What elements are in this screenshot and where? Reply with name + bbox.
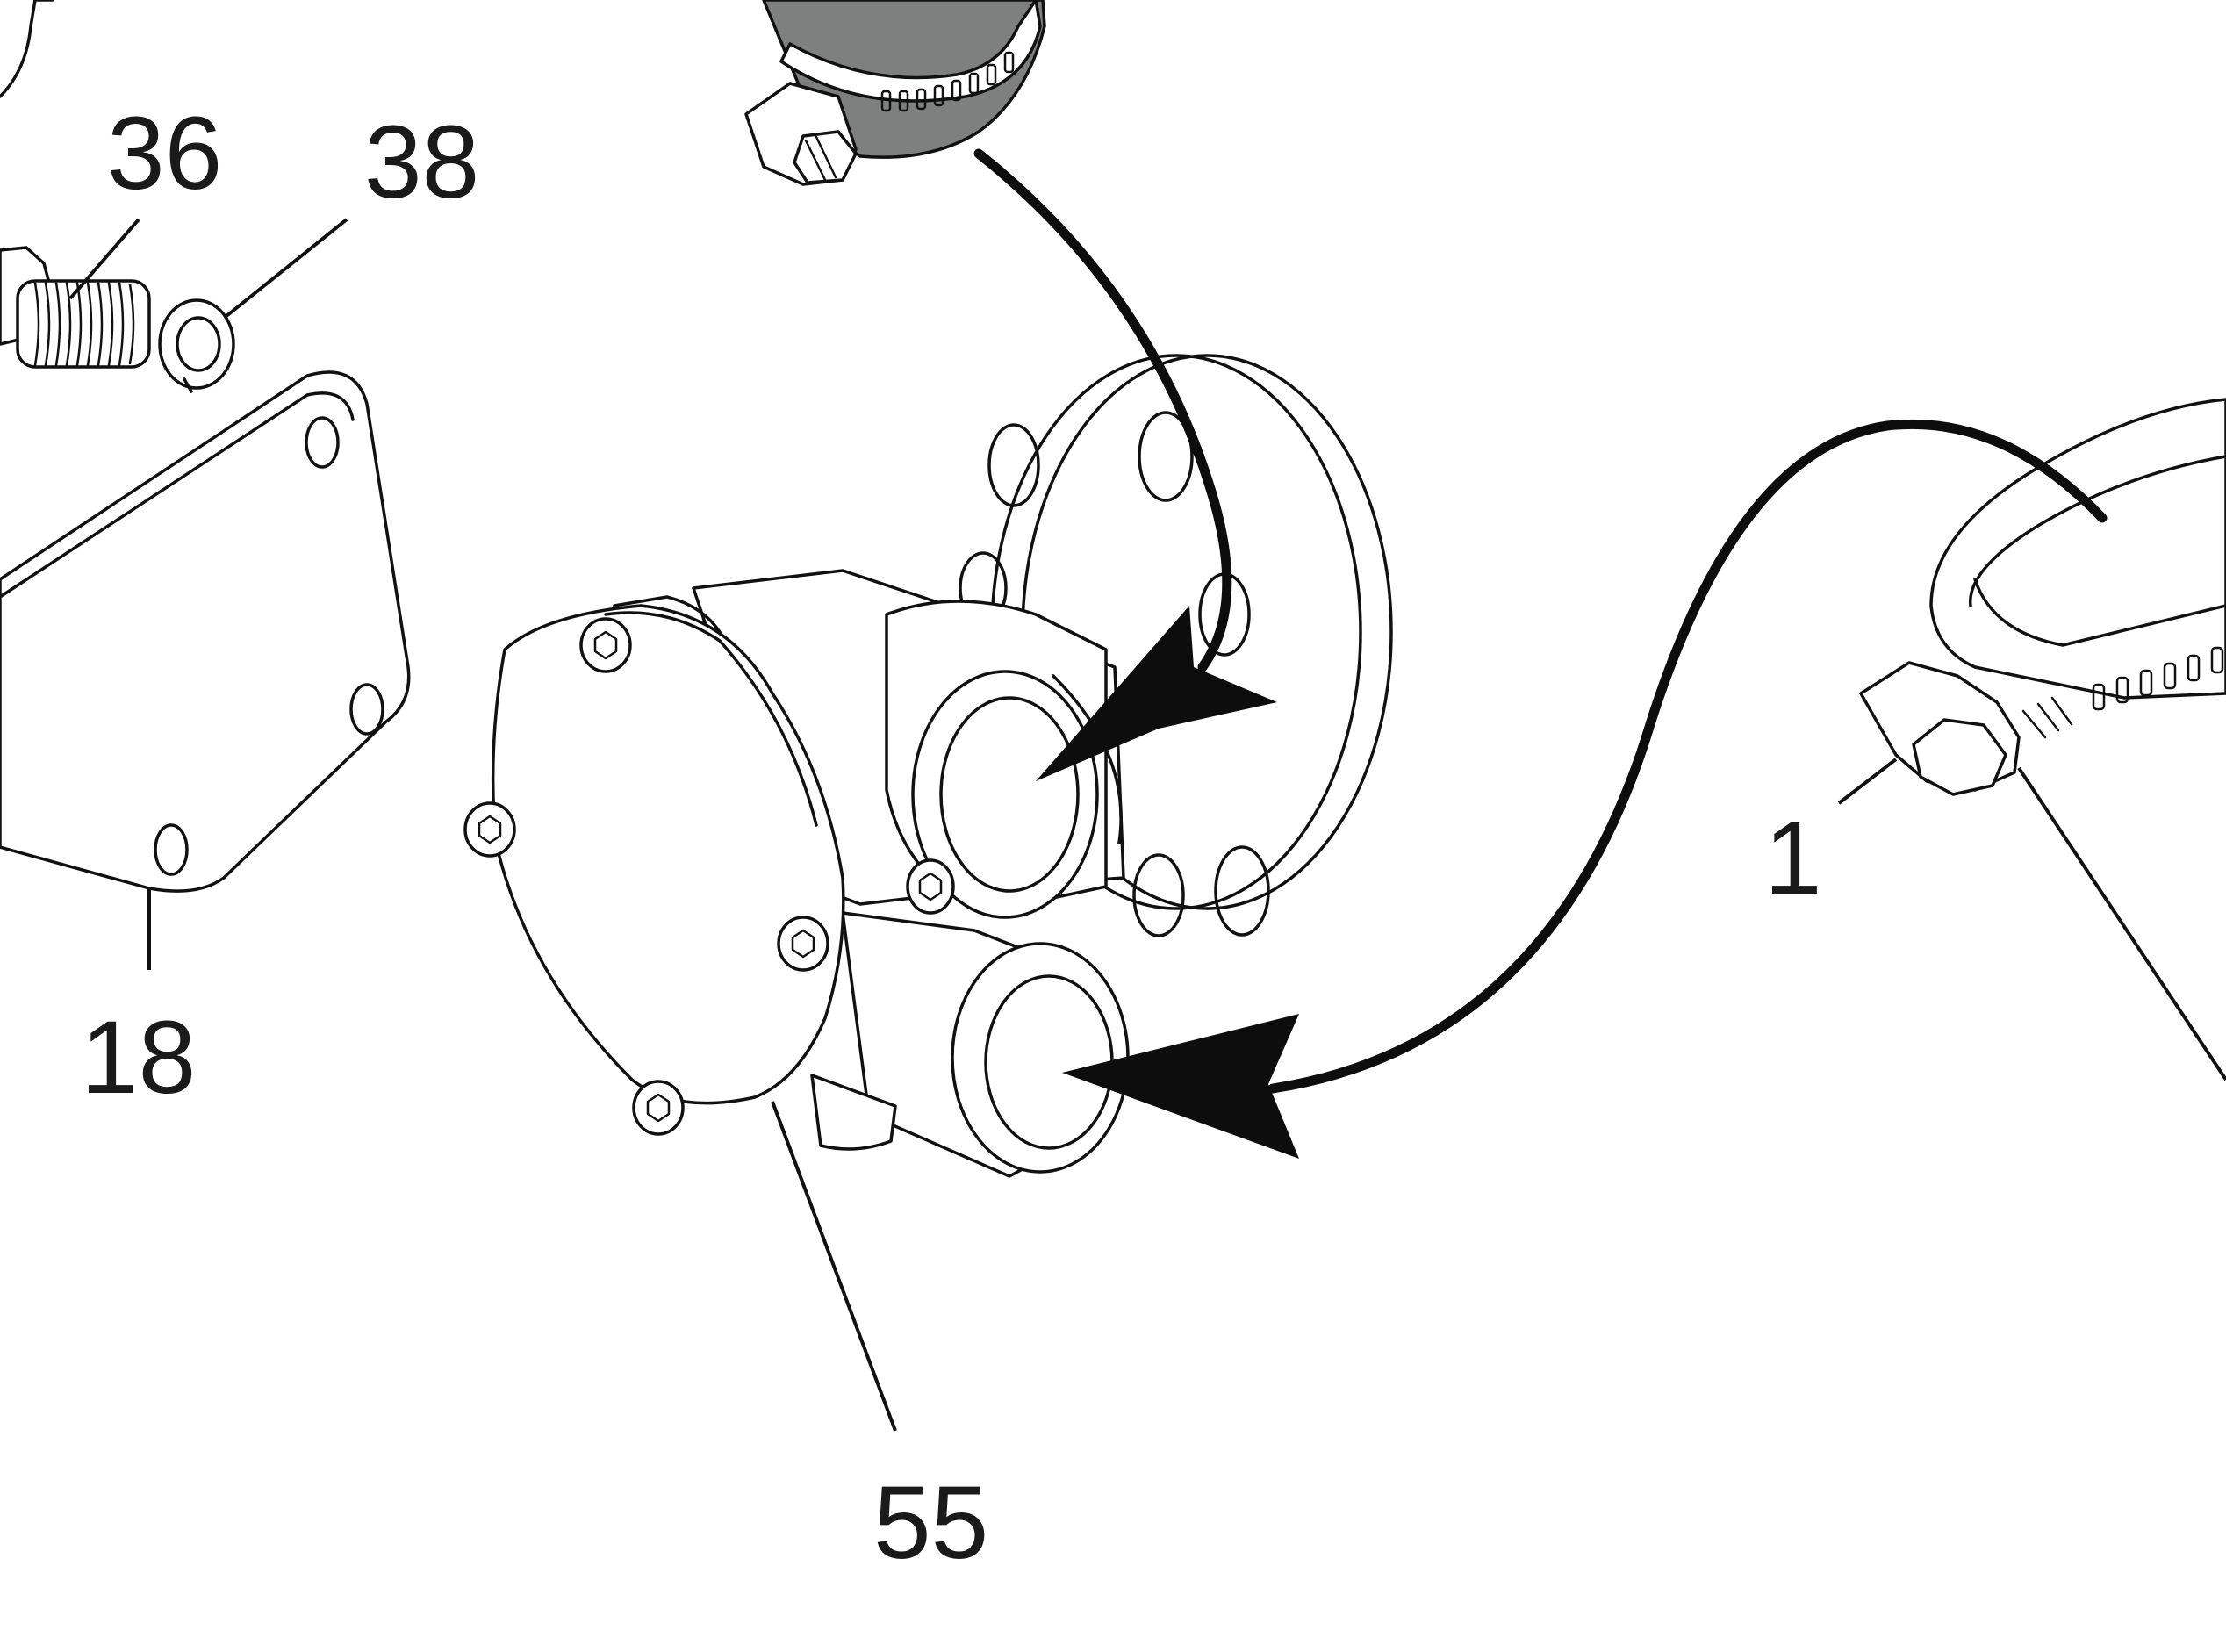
edge-part-top-left xyxy=(0,0,54,98)
flow-arrow-outlet xyxy=(1062,419,2108,1159)
leader-lines xyxy=(68,218,1898,1432)
cover-bolt-3 xyxy=(777,916,829,972)
bolt-part xyxy=(0,246,151,369)
leader-36 xyxy=(68,218,140,300)
leader-38 xyxy=(225,218,348,318)
callout-18: 18 xyxy=(81,1000,196,1116)
cover-bolt-4 xyxy=(632,1080,685,1136)
hose-part xyxy=(744,0,1046,186)
callout-55: 55 xyxy=(873,1465,988,1581)
cover-plate-part xyxy=(0,370,411,893)
hose-clamp-part xyxy=(1859,398,2226,1081)
flow-arrow-inlet xyxy=(973,148,1277,781)
cover-bolt-2 xyxy=(463,801,516,858)
callout-1: 1 xyxy=(1764,801,1822,916)
leader-55 xyxy=(771,1101,897,1432)
cover-bolt-1 xyxy=(579,617,632,673)
callout-38: 38 xyxy=(364,104,479,220)
washer-part xyxy=(158,298,235,393)
body-bolt xyxy=(906,858,955,915)
callout-labels: 36 38 18 1 55 xyxy=(81,96,1822,1581)
leader-1 xyxy=(1837,758,1898,805)
callout-36: 36 xyxy=(107,96,222,212)
pump-part xyxy=(463,569,1130,1178)
